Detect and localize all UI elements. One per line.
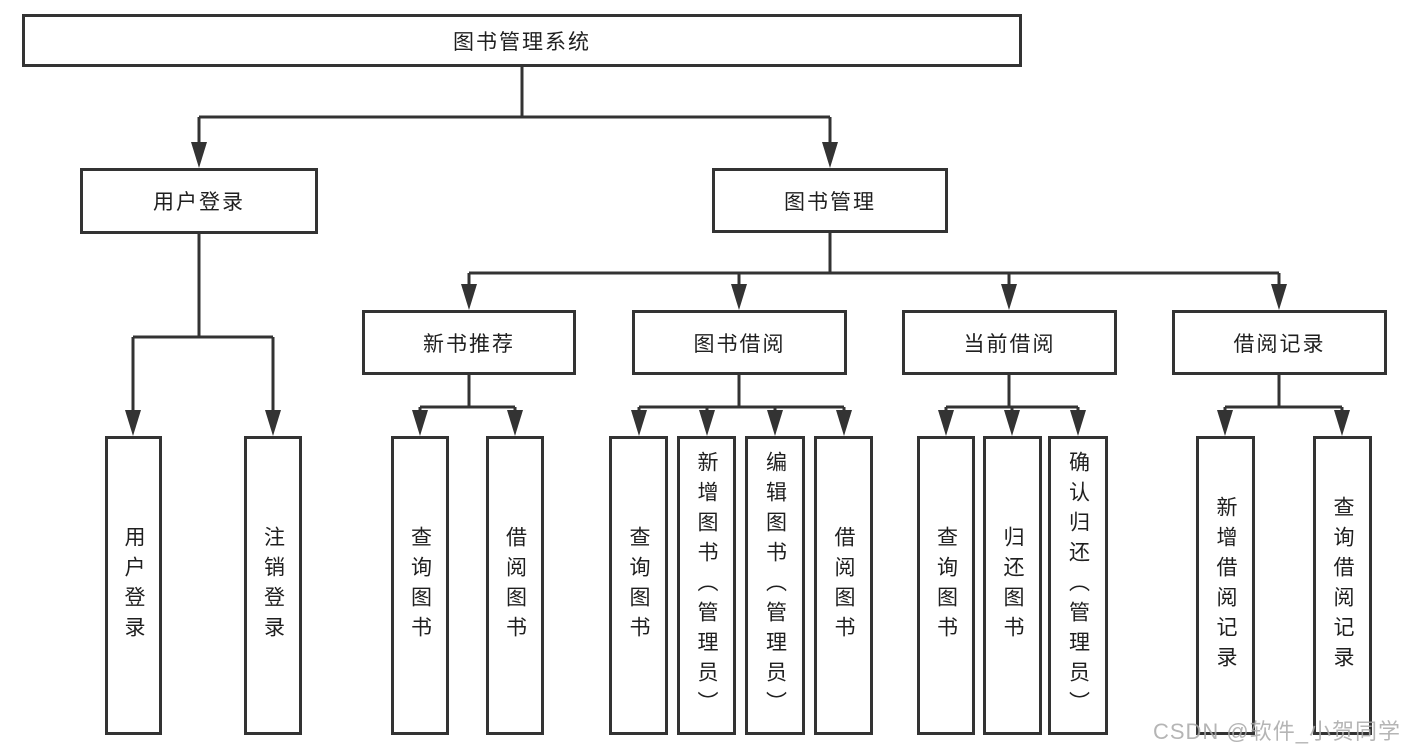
leaf-newbooks-query-books: 查询图书 xyxy=(391,436,449,735)
node-root-label: 图书管理系统 xyxy=(453,30,591,54)
node-new-book-recommend: 新书推荐 xyxy=(362,310,576,375)
leaf-current-return-books: 归还图书 xyxy=(983,436,1042,735)
node-book-borrow-label: 图书借阅 xyxy=(693,332,786,356)
leaf-borrow-edit-books-admin: 编辑图书（管理员） xyxy=(745,436,805,735)
node-book-management: 图书管理 xyxy=(712,168,948,233)
leaf-borrow-borrow-books: 借阅图书 xyxy=(814,436,873,735)
node-user-login-label: 用户登录 xyxy=(153,191,245,214)
leaf-current-query-books: 查询图书 xyxy=(917,436,975,735)
node-root: 图书管理系统 xyxy=(22,14,1022,67)
arrowhead-icons xyxy=(125,142,1350,436)
node-book-borrow: 图书借阅 xyxy=(632,310,847,375)
leaf-records-query-record: 查询借阅记录 xyxy=(1313,436,1372,735)
node-current-borrow-label: 当前借阅 xyxy=(963,332,1056,356)
node-book-management-label: 图书管理 xyxy=(784,190,876,214)
node-current-borrow: 当前借阅 xyxy=(902,310,1117,375)
leaf-borrow-add-books-admin: 新增图书（管理员） xyxy=(677,436,736,735)
node-user-login: 用户登录 xyxy=(80,168,318,234)
node-borrow-records-label: 借阅记录 xyxy=(1233,332,1326,356)
leaf-user-login: 用户登录 xyxy=(105,436,162,735)
leaf-borrow-query-books: 查询图书 xyxy=(609,436,668,735)
leaf-logout: 注销登录 xyxy=(244,436,302,735)
watermark: CSDN @软件_小贺同学 xyxy=(1152,719,1401,744)
leaf-current-confirm-return-admin: 确认归还（管理员） xyxy=(1048,436,1108,735)
leaf-records-add-record: 新增借阅记录 xyxy=(1196,436,1255,735)
node-new-book-recommend-label: 新书推荐 xyxy=(423,332,515,356)
node-borrow-records: 借阅记录 xyxy=(1172,310,1387,375)
leaf-newbooks-borrow-books: 借阅图书 xyxy=(486,436,544,735)
